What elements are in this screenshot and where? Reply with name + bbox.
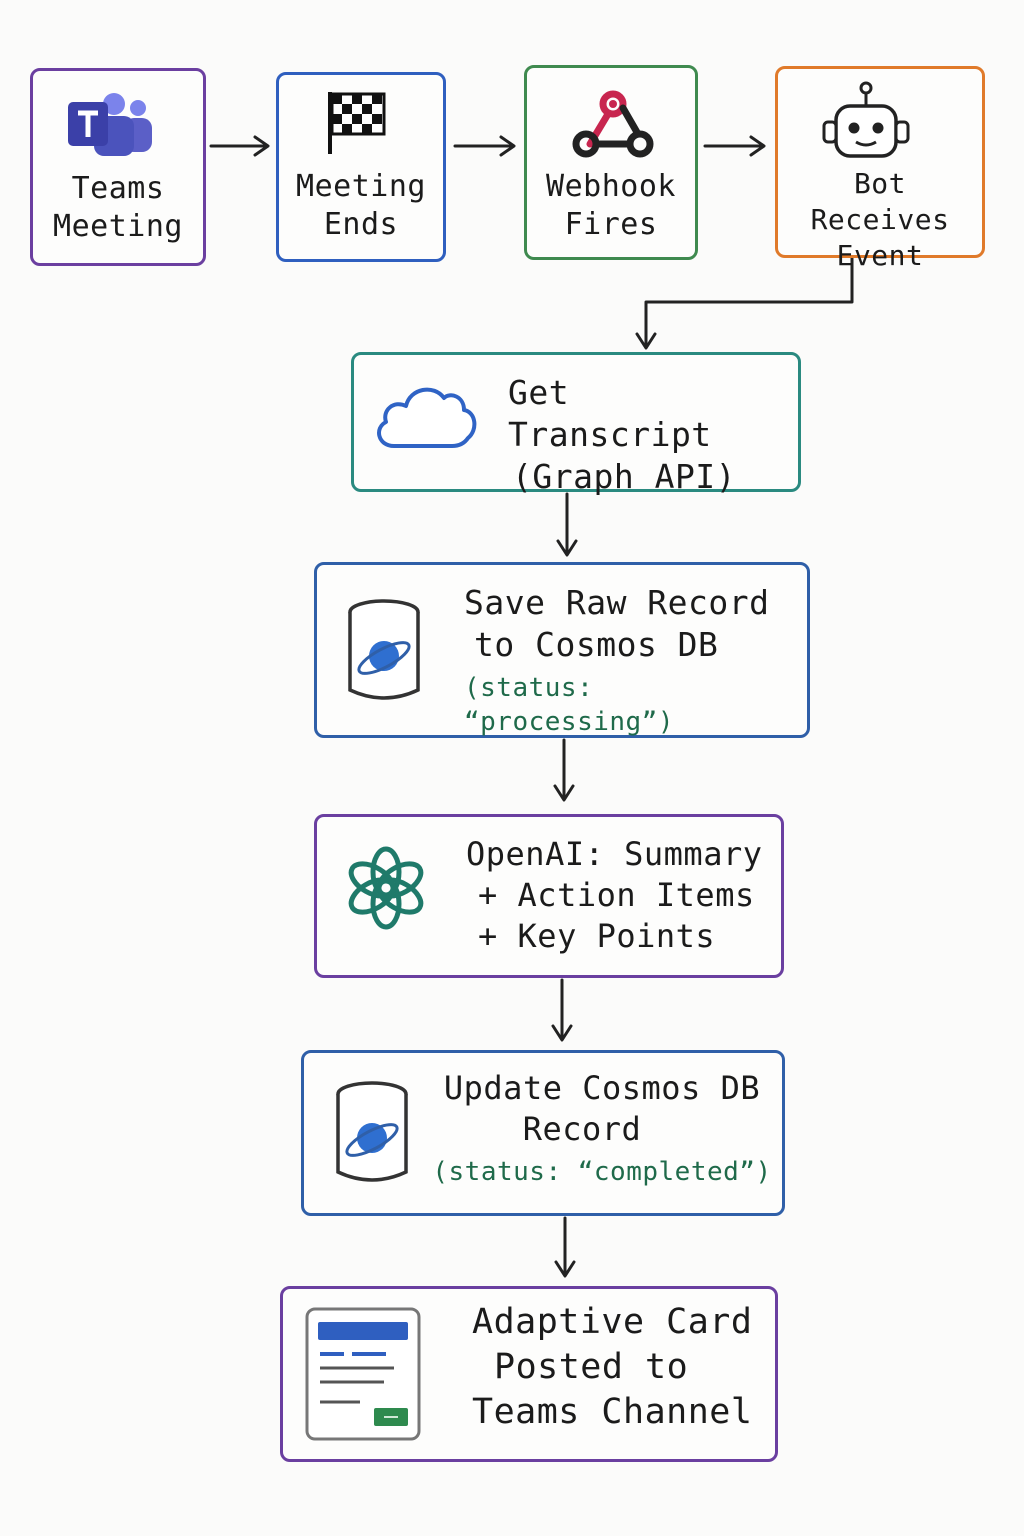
arrow-openai-to-update — [551, 978, 573, 1042]
robot-icon — [822, 81, 910, 158]
node-label-teams-meeting: Teams Meeting — [53, 171, 183, 245]
status-processing: (status: “processing”) — [464, 673, 674, 737]
arrow-webhook-to-bot — [703, 135, 766, 157]
cloud-icon — [377, 387, 477, 448]
arrow-transcript-to-save — [556, 492, 578, 557]
arrow-bot-to-transcript — [635, 256, 854, 350]
node-label-update-cosmos-record: Update Cosmos DB Record (status: “comple… — [430, 1068, 774, 1189]
webhook-icon — [572, 90, 654, 158]
adaptive-card-icon — [305, 1307, 421, 1441]
checkered-flag-icon — [328, 92, 386, 154]
node-label-bot-receives-event: Bot Receives Event — [810, 167, 950, 272]
node-label-openai-summary: OpenAI: Summary + Action Items + Key Poi… — [466, 835, 763, 955]
arrow-update-to-card — [554, 1216, 576, 1278]
node-bot-receives-event — [775, 66, 985, 258]
node-teams-meeting — [30, 68, 206, 266]
cosmos-db-icon — [348, 599, 420, 700]
cosmos-db-icon — [336, 1081, 408, 1182]
node-label-adaptive-card-posted: Adaptive Card Posted to Teams Channel — [472, 1302, 753, 1432]
teams-icon — [68, 93, 152, 156]
node-label-meeting-ends: Meeting Ends — [296, 169, 426, 243]
openai-icon — [348, 846, 424, 930]
status-completed: (status: “completed”) — [432, 1156, 772, 1187]
arrow-save-to-openai — [553, 738, 575, 802]
node-label-get-transcript: Get Transcript (Graph API) — [508, 373, 737, 497]
arrow-teams-to-meeting-ends — [209, 135, 270, 157]
arrow-meeting-ends-to-webhook — [453, 135, 516, 157]
node-label-webhook-fires: Webhook Fires — [546, 169, 676, 243]
node-label-save-raw-record: Save Raw Record to Cosmos DB (status: “p… — [450, 582, 800, 739]
